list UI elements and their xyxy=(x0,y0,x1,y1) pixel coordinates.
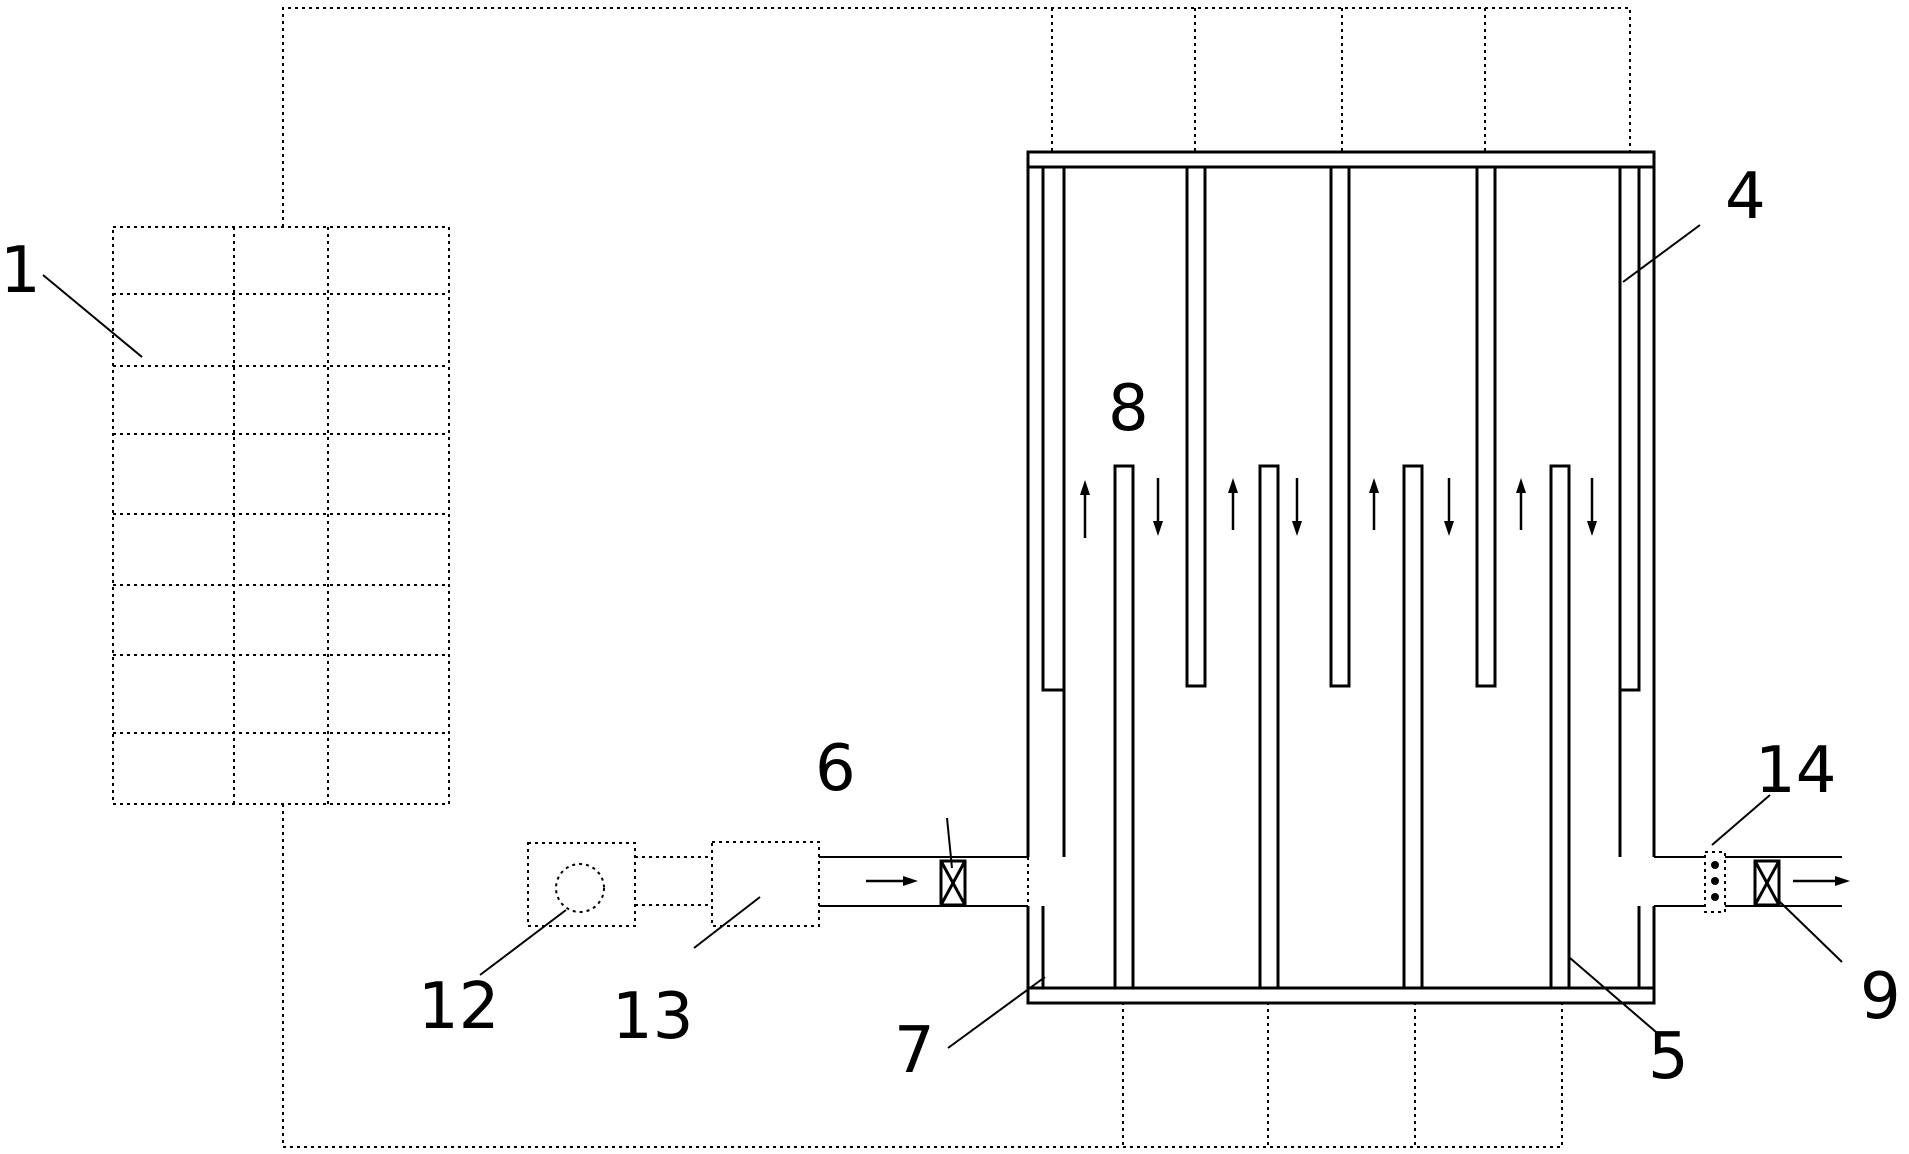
left-inner-strip xyxy=(1041,165,1641,692)
pump xyxy=(527,842,636,927)
pretreatment-unit xyxy=(711,841,820,927)
label-bottom-baffles: 5 xyxy=(1648,1020,1689,1094)
label-tank: 4 xyxy=(1725,160,1766,234)
leader-lines xyxy=(42,224,1843,1049)
down-arrow xyxy=(1444,478,1454,536)
inlet-valve xyxy=(939,859,967,907)
bottom-baffles xyxy=(1113,464,1571,990)
label-pump: 12 xyxy=(418,970,499,1044)
solar-panel xyxy=(112,226,450,805)
outlet-filter xyxy=(1704,851,1726,913)
label-filter: 14 xyxy=(1755,734,1836,808)
down-arrow xyxy=(1153,478,1163,536)
pump-link xyxy=(635,856,712,906)
up-arrow xyxy=(1369,478,1379,530)
up-arrow xyxy=(1080,480,1090,538)
label-outlet-valve: 9 xyxy=(1860,960,1901,1034)
reference-labels: 1 4 8 6 14 12 13 7 5 9 xyxy=(0,160,1901,1094)
up-arrow xyxy=(1228,478,1238,530)
label-inlet-valve: 6 xyxy=(815,732,856,806)
inlet-pipe xyxy=(819,856,1029,907)
down-arrow xyxy=(1292,478,1302,536)
label-inlet-chamber: 7 xyxy=(894,1014,935,1088)
down-arrow xyxy=(1587,478,1597,536)
label-solar-panel: 1 xyxy=(0,234,41,308)
label-channels: 8 xyxy=(1108,372,1149,446)
top-baffles xyxy=(1185,165,1497,688)
outlet-valve xyxy=(1753,859,1781,907)
outlet-pipe xyxy=(1654,856,1850,907)
flow-arrows xyxy=(1080,478,1597,538)
label-pretreatment: 13 xyxy=(612,980,693,1054)
tank xyxy=(1026,150,1656,1005)
wiring xyxy=(282,7,1631,1148)
up-arrow xyxy=(1516,478,1526,530)
